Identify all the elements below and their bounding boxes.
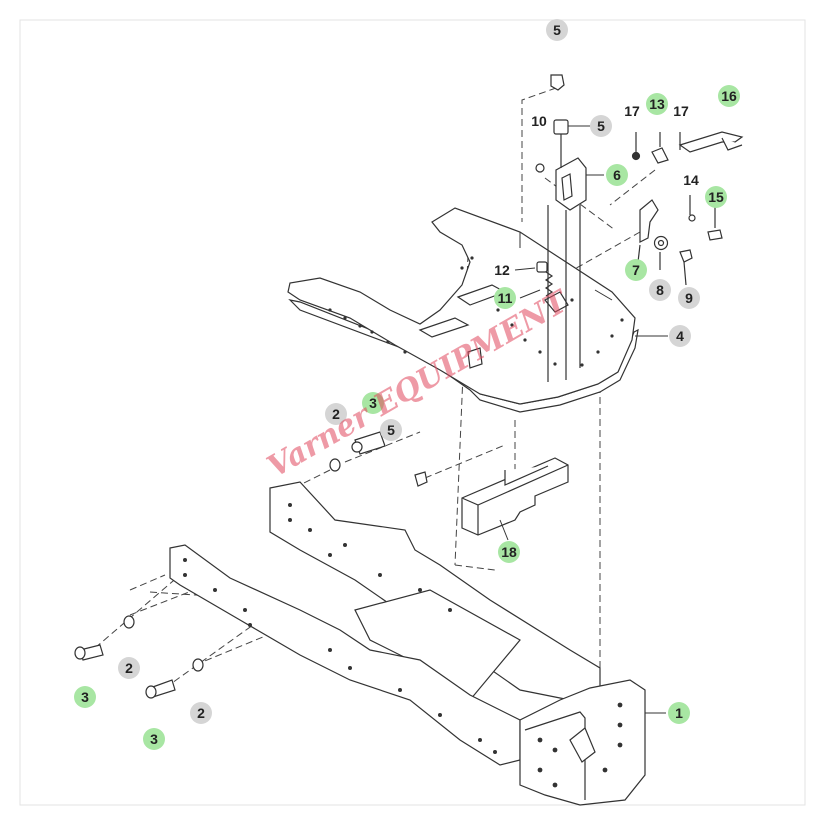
callout-bubble: [669, 325, 691, 347]
callout-bubble: [118, 657, 140, 679]
callout-bubble: [668, 702, 690, 724]
callout-number: 10: [531, 113, 547, 129]
callout-6: 6: [606, 164, 628, 186]
callout-number: 7: [632, 262, 640, 278]
callout-14: 14: [683, 172, 699, 188]
callout-2: 2: [190, 702, 212, 724]
callout-number: 9: [685, 290, 693, 306]
small-parts: [631, 131, 744, 286]
callout-bubble: [646, 93, 668, 115]
callout-3: 3: [74, 686, 96, 708]
callout-number: 4: [676, 328, 684, 344]
callout-number: 5: [597, 118, 605, 134]
callout-4: 4: [669, 325, 691, 347]
callout-bubble: [380, 419, 402, 441]
callout-number: 3: [150, 731, 158, 747]
plate-holes: [328, 256, 624, 367]
callout-bubble: [143, 728, 165, 750]
callout-bubble: [325, 403, 347, 425]
callout-number: 12: [494, 262, 510, 278]
callout-bubble: [606, 164, 628, 186]
frame-border: [19, 19, 806, 806]
callout-bubble: [498, 541, 520, 563]
callout-number: 6: [613, 167, 621, 183]
callout-12: 12: [494, 262, 510, 278]
callout-bubble: [590, 115, 612, 137]
callout-bubble: [705, 186, 727, 208]
callout-17: 17: [624, 103, 640, 119]
callout-17: 17: [673, 103, 689, 119]
callout-bubble: [190, 702, 212, 724]
rubber-block: [461, 457, 569, 536]
callout-number: 13: [649, 96, 665, 112]
callout-bubble: [649, 279, 671, 301]
callout-number: 5: [553, 22, 561, 38]
leader-lines: [499, 125, 668, 714]
callout-2: 2: [325, 403, 347, 425]
callout-bubble: [362, 392, 384, 414]
callout-bubble: [678, 287, 700, 309]
callout-bubble: [494, 287, 516, 309]
callout-15: 15: [705, 186, 727, 208]
callout-number: 8: [656, 282, 664, 298]
callout-number: 17: [624, 103, 640, 119]
callout-11: 11: [494, 287, 516, 309]
callout-number: 2: [197, 705, 205, 721]
callout-number: 16: [721, 88, 737, 104]
callout-bubble: [625, 259, 647, 281]
callout-13: 13: [646, 93, 668, 115]
callout-16: 16: [718, 85, 740, 107]
callout-1: 1: [668, 702, 690, 724]
callout-number: 15: [708, 189, 724, 205]
frame-holes: [183, 503, 623, 788]
spring-part: [536, 261, 554, 297]
callout-number: 18: [501, 544, 517, 560]
callout-8: 8: [649, 279, 671, 301]
bracket-assembly: [535, 74, 587, 382]
callout-3: 3: [143, 728, 165, 750]
callout-number: 2: [125, 660, 133, 676]
callout-number: 5: [387, 422, 395, 438]
callout-number: 14: [683, 172, 699, 188]
callout-5: 5: [546, 19, 568, 41]
callout-bubble: [546, 19, 568, 41]
callout-number: 1: [675, 705, 683, 721]
callout-7: 7: [625, 259, 647, 281]
callout-number: 11: [498, 290, 513, 306]
callout-2: 2: [118, 657, 140, 679]
callout-number: 2: [332, 406, 340, 422]
callout-number: 17: [673, 103, 689, 119]
callout-number: 3: [369, 395, 377, 411]
callout-5: 5: [590, 115, 612, 137]
callout-10: 10: [531, 113, 547, 129]
callout-9: 9: [678, 287, 700, 309]
callout-3: 3: [362, 392, 384, 414]
callout-bubble: [718, 85, 740, 107]
bolts: [74, 431, 428, 699]
callout-number: 3: [81, 689, 89, 705]
floor-plate: [287, 207, 639, 413]
callout-5: 5: [380, 419, 402, 441]
main-frame: [169, 481, 646, 806]
callout-bubble: [74, 686, 96, 708]
callout-18: 18: [498, 541, 520, 563]
